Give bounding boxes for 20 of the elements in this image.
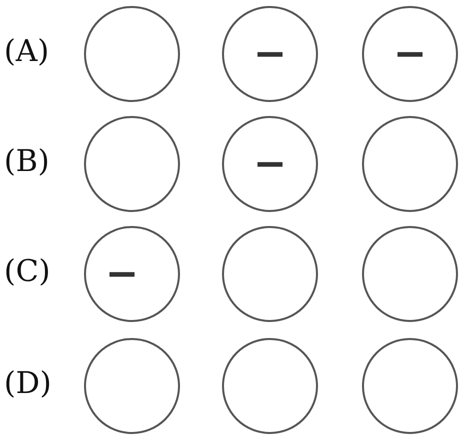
circle (222, 226, 318, 322)
minus-sign: − (105, 254, 139, 294)
row-label: (D) (4, 366, 52, 401)
circle (362, 116, 458, 212)
circle (362, 226, 458, 322)
row-label: (A) (4, 34, 50, 69)
circle (84, 226, 180, 322)
minus-sign: − (253, 34, 287, 74)
circle (84, 116, 180, 212)
circle (222, 6, 318, 102)
circle (222, 338, 318, 434)
circle (84, 6, 180, 102)
row-label: (C) (4, 254, 50, 289)
row-label: (B) (4, 144, 50, 179)
circle (84, 338, 180, 434)
circle (362, 338, 458, 434)
minus-sign: − (393, 34, 427, 74)
circle (362, 6, 458, 102)
minus-sign: − (253, 144, 287, 184)
circle (222, 116, 318, 212)
